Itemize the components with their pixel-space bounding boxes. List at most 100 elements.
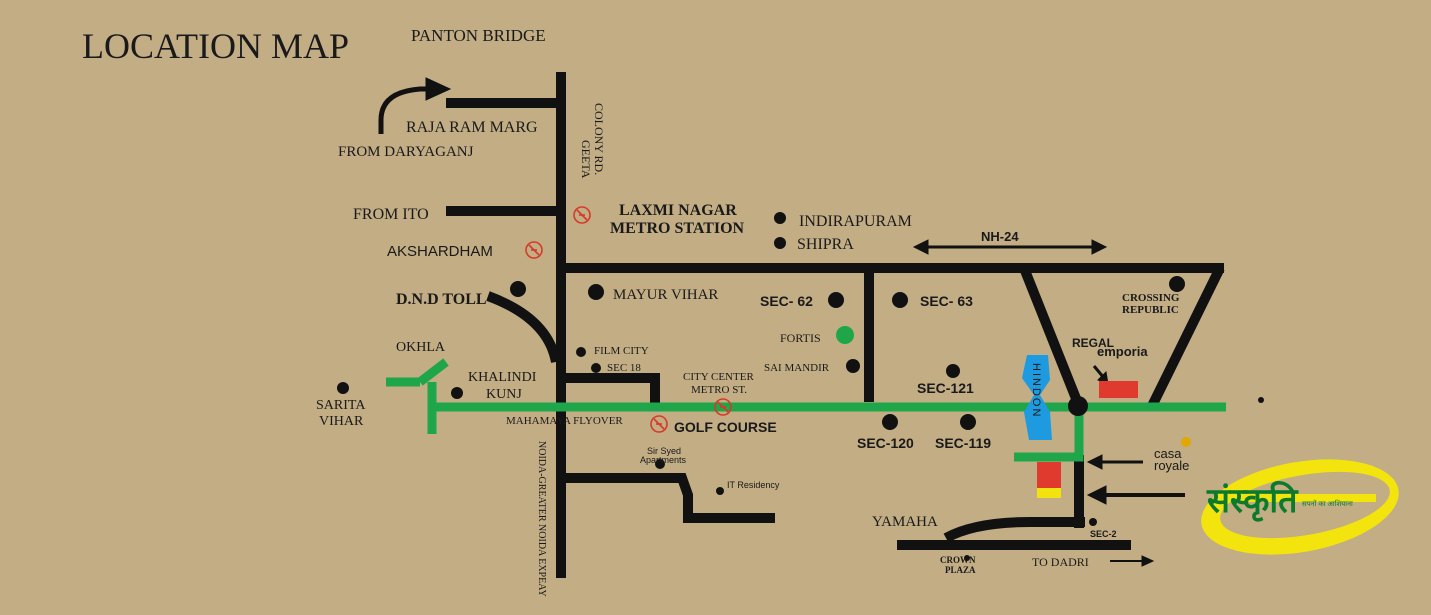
roads [378, 72, 1225, 578]
dot-fortis [836, 326, 854, 344]
label-from-daryaganj: FROM DARYAGANJ [338, 144, 474, 160]
label-sec18: SEC 18 [607, 362, 641, 374]
label-sec120: SEC-120 [857, 435, 914, 451]
label-emporia: emporia [1097, 344, 1148, 359]
label-geeta-colony: GEETA COLONY RD. [579, 103, 606, 181]
label-hindon: HINDON [1030, 363, 1042, 418]
metro-station-icon [525, 241, 543, 259]
metro-station-icon [650, 415, 668, 433]
dot-sec63 [892, 292, 908, 308]
dot-film-city [576, 347, 586, 357]
dot-sec2 [1089, 518, 1097, 526]
label-royale: royale [1154, 458, 1189, 473]
dot-sec62 [828, 292, 844, 308]
label-crown-plaza-1: CROWN [940, 555, 976, 565]
arrow-icon [1091, 239, 1108, 255]
label-city-center-1: CITY CENTER [683, 371, 754, 383]
arrow-icon [912, 239, 929, 255]
label-sarita-vihar-1: SARITA [316, 398, 366, 413]
label-indirapuram: INDIRAPURAM [799, 213, 912, 230]
label-sir-syed-1: Sir Syed [647, 446, 681, 456]
green-roads [386, 358, 1226, 462]
dot-sec121 [946, 364, 960, 378]
label-laxmi-nagar-1: LAXMI NAGAR [619, 202, 737, 219]
road-daryaganj-curve [378, 86, 432, 134]
sanskriti-logo: संस्कृति सपनों का आशियाना [1201, 459, 1399, 555]
dot-it-residency [716, 487, 724, 495]
label-crossing-republic-1: CROSSING [1122, 292, 1180, 304]
brand-tagline: सपनों का आशियाना [1302, 499, 1353, 508]
label-mahamaya: MAHAMAYA FLYOVER [506, 415, 623, 427]
location-dots [337, 212, 1185, 561]
dot-mayur-vihar [588, 284, 604, 300]
arrow-icon [1086, 485, 1107, 505]
road-it-residency [561, 473, 775, 523]
metro-station-icon [714, 398, 732, 416]
brand-logo-band [1226, 494, 1376, 502]
dot-crown-plaza [964, 555, 970, 561]
label-nh24: NH-24 [981, 229, 1019, 244]
dot-sir-syed [655, 459, 665, 469]
dot-sec18 [591, 363, 601, 373]
label-it-residency: IT Residency [727, 480, 780, 490]
road-yamaha [943, 517, 1085, 543]
label-laxmi-nagar-2: METRO STATION [610, 220, 745, 237]
road-nh24-left-diag [1019, 266, 1084, 408]
label-sec2: SEC-2 [1090, 529, 1117, 539]
label-geeta-colony-line2: COLONY RD. [592, 103, 606, 175]
label-okhla: OKHLA [396, 340, 446, 355]
hindon-river [1022, 355, 1052, 440]
arrow-icon [425, 77, 452, 101]
label-panton-bridge: PANTON BRIDGE [411, 26, 546, 45]
road-hindon-green [1014, 407, 1084, 462]
label-city-center-2: METRO ST. [691, 384, 747, 396]
road-okhla-green-diag [417, 358, 449, 386]
metro-station-icon [573, 206, 591, 224]
label-sir-syed-2: Apartments [640, 455, 687, 465]
arrows [425, 77, 1185, 567]
label-khalindi-kunj-2: KUNJ [486, 387, 522, 402]
label-crown-plaza-2: PLAZA [945, 565, 976, 575]
label-khalindi-kunj-1: KHALINDI [468, 370, 537, 385]
label-from-ito: FROM ITO [353, 206, 429, 223]
label-raja-ram-marg: RAJA RAM MARG [406, 119, 538, 136]
dot-dnd-toll [510, 281, 526, 297]
label-shipra: SHIPRA [797, 236, 854, 253]
arrow-icon [1086, 454, 1103, 470]
label-sai-mandir: SAI MANDIR [764, 362, 830, 374]
label-geeta-colony-line1: GEETA [579, 140, 593, 179]
junction-dot [1068, 396, 1088, 416]
brand-name: संस्कृति [1206, 480, 1299, 522]
dot-shipra [774, 237, 786, 249]
project-yellow-block [1037, 488, 1061, 498]
dot-sarita-vihar [337, 382, 349, 394]
label-sec121: SEC-121 [917, 380, 974, 396]
label-mayur-vihar: MAYUR VIHAR [613, 287, 718, 303]
label-casa: casa [1154, 446, 1182, 461]
label-yamaha: YAMAHA [872, 514, 938, 530]
label-crossing-republic-2: REPUBLIC [1122, 304, 1179, 316]
label-film-city: FILM CITY [594, 345, 649, 357]
project-red-block [1037, 462, 1061, 488]
label-regal: REGAL [1072, 336, 1114, 350]
road-dnd [486, 291, 561, 364]
arrow-icon [1141, 555, 1155, 567]
dot-crossing-republic [1169, 276, 1185, 292]
casa-royale-logo-icon [1181, 437, 1191, 447]
label-dnd-toll: D.N.D TOLL [396, 291, 487, 308]
label-sec119: SEC-119 [935, 435, 991, 451]
dot-sai-mandir [846, 359, 860, 373]
road-sec18-loop [561, 373, 660, 407]
label-fortis: FORTIS [780, 331, 821, 345]
regal-emporia-block [1099, 381, 1138, 398]
dot-sec119 [960, 414, 976, 430]
label-to-dadri: TO DADRI [1032, 555, 1089, 569]
label-sarita-vihar-2: VIHAR [319, 414, 364, 429]
label-noida-expressway: NOIDA-GREATER NOIDA EXPEAY [536, 441, 547, 597]
dot-sec120 [882, 414, 898, 430]
dot-indirapuram [774, 212, 786, 224]
junction-dot-small [1258, 397, 1264, 403]
brand-logo-inner [1220, 471, 1390, 539]
